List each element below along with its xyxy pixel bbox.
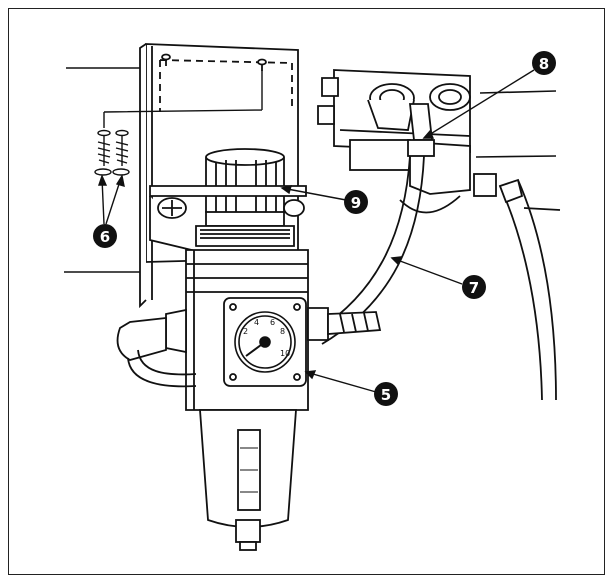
solenoid-valve xyxy=(317,69,497,214)
gauge-label-4: 4 xyxy=(254,318,259,327)
callout-7: 7 xyxy=(462,275,486,299)
wood-screws xyxy=(94,112,130,225)
callout-8-label: 8 xyxy=(539,55,549,73)
gauge-label-2: 2 xyxy=(243,327,248,336)
callout-6: 6 xyxy=(93,224,117,248)
gauge-scale: 2 4 6 8 10 xyxy=(243,318,290,358)
callout-8: 8 xyxy=(532,51,556,75)
filter-bowl xyxy=(199,409,297,551)
callout-9: 9 xyxy=(344,190,368,214)
callout-badges: 5 6 7 8 9 xyxy=(93,51,556,406)
pressure-gauge xyxy=(234,311,296,373)
external-hose xyxy=(498,178,561,401)
callout-5: 5 xyxy=(374,382,398,406)
callout-9-label: 9 xyxy=(351,194,361,212)
callout-5-label: 5 xyxy=(381,386,391,404)
leader-lines xyxy=(280,69,535,393)
diagram-frame xyxy=(8,8,605,575)
clamp-bracket xyxy=(149,185,307,253)
callout-6-label: 6 xyxy=(100,228,110,246)
callout-7-label: 7 xyxy=(469,279,479,297)
gauge-label-10: 10 xyxy=(280,349,290,358)
regulator-knob xyxy=(195,148,295,247)
gauge-label-8: 8 xyxy=(280,327,285,336)
inlet-hose xyxy=(127,349,197,388)
gauge-label-6: 6 xyxy=(270,318,275,327)
table-lines xyxy=(64,67,557,273)
